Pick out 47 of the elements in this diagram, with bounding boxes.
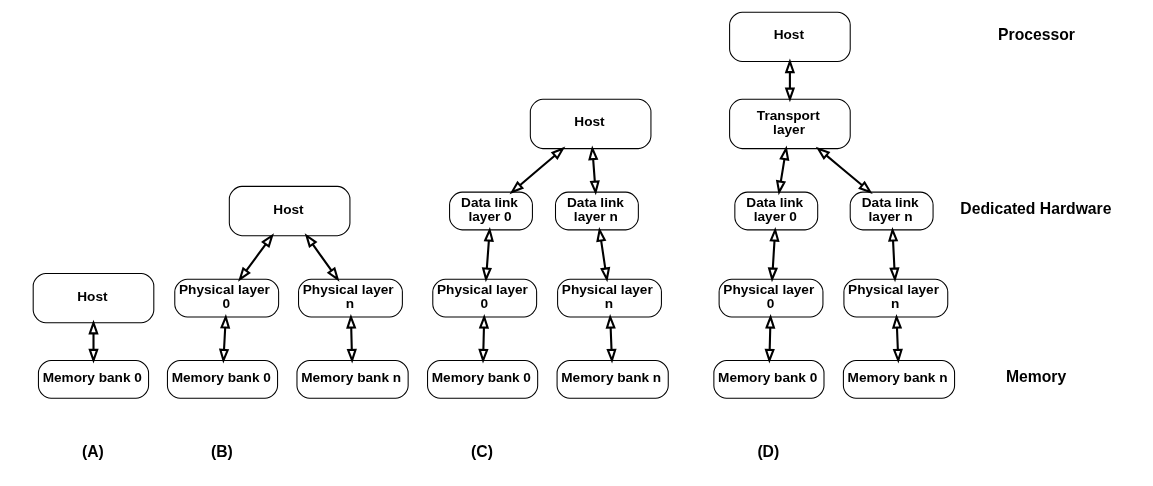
arrow bbox=[595, 226, 610, 283]
node-box: Memory bank 0 bbox=[37, 359, 149, 399]
arrow bbox=[481, 226, 494, 283]
node-box: Host bbox=[529, 98, 651, 150]
arrow bbox=[87, 319, 99, 364]
node-box: Memory bank 0 bbox=[426, 359, 538, 399]
arrow bbox=[775, 145, 789, 196]
node-box: Physical layer 0 bbox=[431, 278, 537, 318]
arrow bbox=[345, 313, 357, 364]
node-box: Physical layer 0 bbox=[173, 278, 279, 318]
node-box: Host bbox=[32, 272, 154, 324]
node-box: Memory bank n bbox=[842, 359, 955, 399]
node-box: Memory bank n bbox=[556, 359, 669, 399]
arrow bbox=[509, 146, 565, 195]
node-box: Host bbox=[228, 185, 350, 237]
node-box: Host bbox=[728, 11, 851, 63]
label: (B) bbox=[210, 443, 233, 461]
node-box: Memory bank 0 bbox=[166, 359, 278, 399]
arrow bbox=[218, 313, 230, 364]
node-box: Data link layer n bbox=[849, 191, 934, 231]
node-box: Memory bank n bbox=[295, 359, 409, 399]
node-box: Transport layer bbox=[728, 98, 851, 150]
node-box: Physical layer n bbox=[842, 278, 948, 318]
label: (D) bbox=[756, 443, 779, 461]
node-box: Memory bank 0 bbox=[712, 359, 824, 399]
node-box: Data link layer 0 bbox=[448, 191, 533, 231]
node-box: Data link layer 0 bbox=[733, 191, 818, 231]
arrow bbox=[587, 145, 600, 196]
label: (C) bbox=[470, 443, 493, 461]
label: Memory bbox=[1005, 367, 1066, 385]
node-box: Physical layer n bbox=[556, 278, 662, 318]
arrow bbox=[887, 226, 900, 283]
arrow bbox=[477, 313, 489, 364]
arrow bbox=[237, 233, 274, 282]
node-box: Physical layer n bbox=[297, 278, 403, 318]
label: (A) bbox=[81, 443, 104, 461]
arrow bbox=[764, 313, 775, 364]
arrow bbox=[784, 58, 795, 103]
label: Dedicated Hardware bbox=[959, 199, 1111, 217]
arrow bbox=[605, 313, 617, 364]
label: Processor bbox=[997, 25, 1075, 43]
node-box: Data link layer n bbox=[554, 191, 639, 231]
node-box: Physical layer 0 bbox=[718, 278, 823, 318]
arrow bbox=[891, 313, 903, 364]
arrow bbox=[767, 226, 780, 283]
arrow bbox=[815, 146, 873, 195]
arrow bbox=[304, 233, 339, 282]
